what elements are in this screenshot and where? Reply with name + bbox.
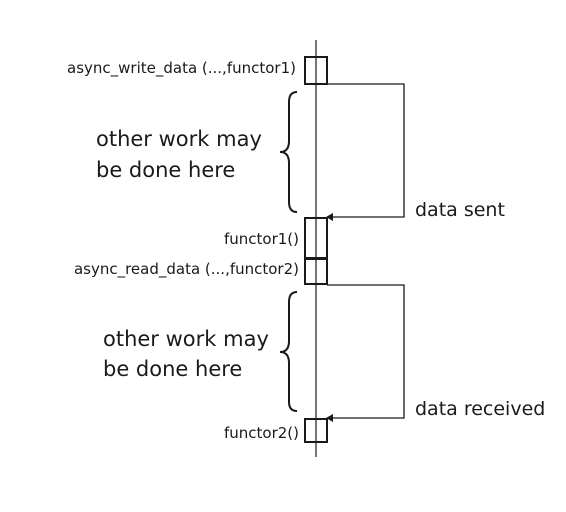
call-functor2-label: functor2(): [224, 424, 299, 442]
brace-second: [279, 291, 298, 412]
response-sent-label: data sent: [415, 199, 505, 221]
note-first-line-1: other work may: [96, 127, 262, 151]
activation-read: [304, 258, 328, 285]
arrowhead-received: [326, 414, 333, 422]
call-functor1-label: functor1(): [224, 230, 299, 248]
call-write-label: async_write_data (...,functor1): [67, 59, 296, 78]
return-path-received: [327, 284, 405, 419]
note-second-line-1: other work may: [103, 327, 269, 351]
note-first-line-2: be done here: [96, 158, 235, 182]
response-received-label: data received: [415, 398, 545, 420]
activation-write: [304, 56, 328, 85]
brace-first: [279, 91, 298, 213]
note-second-line-2: be done here: [103, 357, 242, 381]
call-read-label: async_read_data (...,functor2): [74, 260, 299, 279]
activation-functor2: [304, 418, 328, 443]
return-path-sent: [327, 83, 405, 218]
arrowhead-sent: [326, 213, 333, 221]
